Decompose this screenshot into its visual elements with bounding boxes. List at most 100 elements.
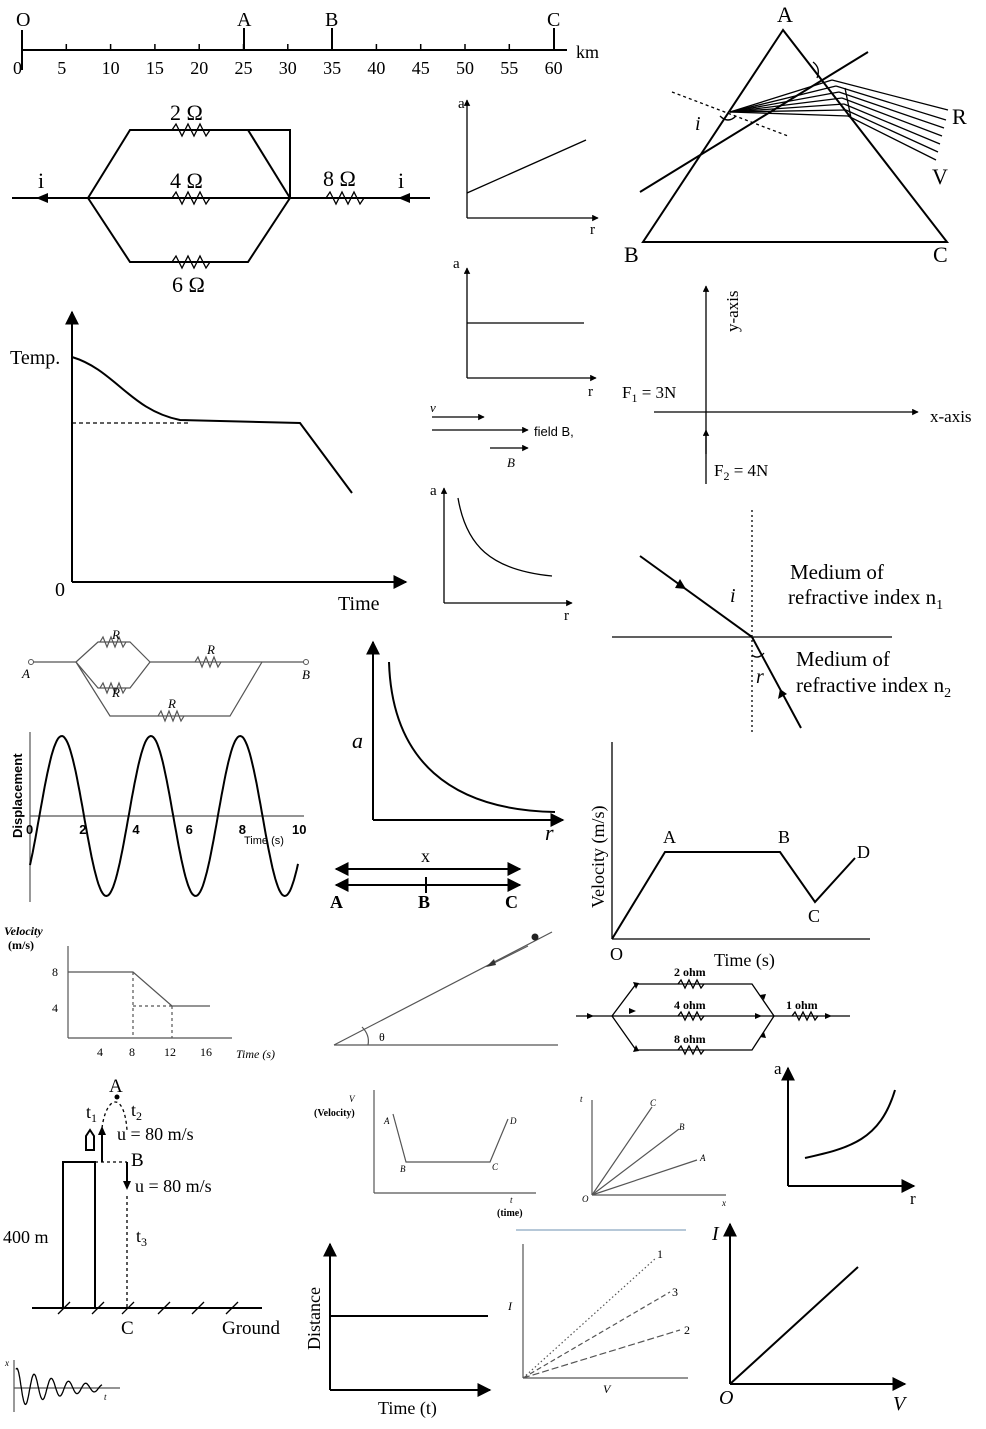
upward-speed-label: u = 80 m/s [117,1124,194,1144]
axis-a-label: a [352,728,363,753]
downward-speed-label: u = 80 m/s [135,1176,212,1196]
segment-x-label: x [421,846,430,866]
time-axis-label: Time [338,593,380,615]
point-c-label: C [492,1162,499,1172]
temperature-axis-label: Temp. [10,347,60,369]
inclined-plane: θ [333,931,558,1046]
graph-a-vs-r-inverse-large: a r [352,640,565,845]
tower-projectile: A B C t1 t2 t3 u = 80 m/s u = 80 m/s 400… [3,1076,281,1339]
axis-r-label: r [545,820,554,845]
x-tick: 16 [200,1045,212,1059]
prism-vertex-b: B [624,242,639,267]
x-axis-label: x [721,1198,726,1208]
graph-a-vs-r-constant: a r [453,256,597,400]
line-b-label: B [679,1122,685,1132]
scale-tick-label: 0 [13,58,22,78]
scale-tick-label: 5 [57,58,66,78]
prism-vertex-c: C [933,242,948,267]
resistor-top-label: 2 Ω [170,100,203,125]
t-axis-label: t [104,1392,107,1402]
current-axis-label: I [711,1223,720,1245]
scale-point-a: A [237,9,252,31]
point-a-label: A [663,827,676,847]
time-t3-label: t3 [136,1226,147,1249]
graph-a-vs-r-inverse-small: a r [430,483,573,624]
scale-tick-label: 10 [102,58,120,78]
axis-r-label: r [564,608,569,624]
resistor-r1-label: R [111,627,120,642]
field-b-label: B [507,455,515,470]
resistor-mid-label: 4 Ω [170,168,203,193]
resistor-r3-label: R [206,642,215,657]
resistor-network-r: R R R R A B [21,627,310,723]
medium1-line2: refractive index n1 [788,585,943,613]
point-a-label: A [109,1076,123,1097]
scale-unit: km [576,42,599,62]
wave-tick-label: 8 [239,822,246,837]
ground-label: Ground [222,1318,281,1339]
time-t1-label: t1 [86,1102,97,1125]
scale-tick-label: 60 [545,58,563,78]
medium1-line1: Medium of [790,560,884,584]
point-c-label: C [505,892,518,912]
velocity-axis-label: V [349,1094,356,1104]
axis-a-label: a [453,256,460,272]
y-axis-label: y-axis [723,290,742,332]
point-a-label: A [330,892,343,912]
scale-tick-label: 20 [190,58,208,78]
time-axis-label: Time (s) [244,835,284,847]
velocity-unit-label: (m/s) [8,938,34,952]
velocity-step-graph: Velocity (m/s) 8 4 4 8 12 16 Time (s) [4,924,275,1061]
axis-a-label: a [458,96,465,112]
wave-tick-label: 4 [132,822,140,837]
force-axes: y-axis x-axis F1 = 3N F2 = 4N [622,285,972,484]
y-tick: 4 [52,1001,58,1015]
medium2-line1: Medium of [796,647,890,671]
point-c-label: C [808,906,820,926]
time-axis-label: Time (s) [236,1047,275,1061]
point-d-label: D [509,1116,517,1126]
refraction-diagram: i r Medium of refractive index n1 Medium… [612,510,951,735]
red-ray-label: R [952,104,967,129]
incidence-angle-label: i [695,113,701,135]
velocity-time-abcd: Velocity (m/s) Time (s) O A B C D [588,742,870,971]
terminal-b-label: B [302,667,310,682]
t-axis-label: t [580,1094,583,1104]
velocity-axis-label: Velocity [4,924,43,938]
resistor-bottom-label: 6 Ω [172,272,205,297]
scale-point-b: B [325,9,338,31]
origin-label: 0 [55,579,65,601]
time-t2-label: t2 [131,1100,142,1123]
wave-tick-label: 2 [79,822,86,837]
current-axis-label: I [507,1299,513,1313]
field-label: field B, [534,424,574,439]
resistor-2ohm-label: 2 ohm [674,965,706,979]
line-3-label: 3 [672,1285,678,1299]
wave-tick-label: 0 [26,822,33,837]
voltage-axis-label: V [893,1393,908,1415]
cooling-curve: Temp. Time 0 [10,310,408,615]
terminal-a-label: A [21,666,30,681]
x-axis-label: x [4,1358,9,1368]
current-out-label: i [398,168,404,193]
angle-theta-label: θ [379,1030,385,1044]
velocity-axis-label: Velocity (m/s) [588,806,609,908]
x-tick: 4 [97,1045,103,1059]
voltage-axis-label: V [603,1382,612,1396]
medium2-line2: refractive index n2 [796,673,951,701]
resistor-8ohm-label: 8 ohm [674,1032,706,1046]
prism-dispersion: A B C i R V [624,2,967,267]
angle-r-label: r [756,666,764,688]
graph-a-vs-r-rising: a r [774,1059,916,1208]
damped-oscillation: x t [4,1358,120,1412]
line-c-label: C [650,1098,657,1108]
origin-o-label: O [610,944,623,964]
displacement-axis-label: Displacement [10,753,25,838]
wave-tick-label: 6 [186,822,193,837]
point-b-label: B [418,892,430,912]
distance-time-graph: Distance Time (t) [304,1242,492,1419]
resistor-r2-label: R [111,685,120,700]
scale-tick-label: 15 [146,58,164,78]
force-f2-label: F2 = 4N [714,461,768,483]
angle-i-label: i [730,585,736,607]
